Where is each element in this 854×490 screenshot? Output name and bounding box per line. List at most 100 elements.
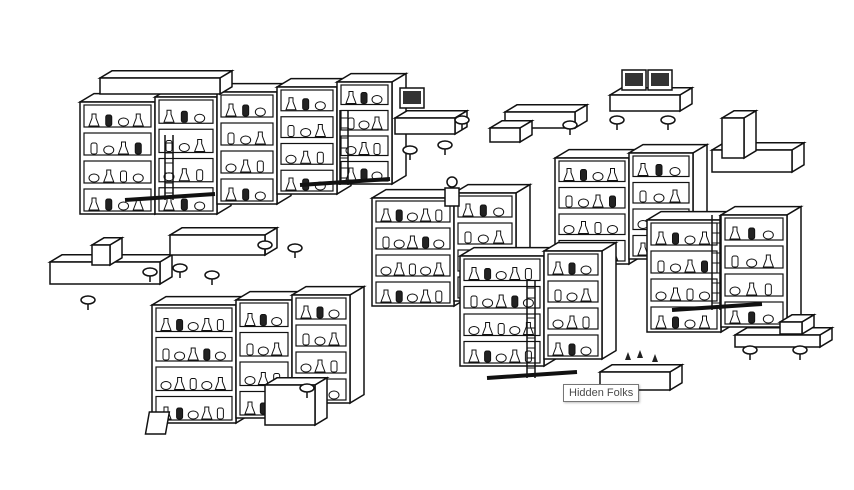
desk-front (169, 234, 266, 256)
flask-icon (254, 131, 267, 145)
beaker-icon (477, 234, 489, 244)
ladder-track (486, 370, 578, 380)
jar-icon (165, 140, 173, 152)
flask-icon (314, 124, 327, 137)
jar-icon (464, 231, 472, 244)
beaker-icon (160, 381, 172, 390)
flask-icon (214, 377, 227, 390)
flask-icon (178, 168, 191, 182)
flask-icon (592, 194, 604, 208)
flask-icon (371, 116, 383, 130)
monitor-screen (651, 73, 669, 86)
tooltip: Hidden Folks (563, 384, 640, 402)
jar-icon (524, 268, 532, 280)
beaker-icon (670, 263, 681, 273)
shelf-compartment (463, 340, 541, 364)
jar-icon (302, 98, 310, 111)
flask-icon (132, 113, 144, 127)
flask-icon (299, 150, 312, 164)
flask-icon (419, 208, 432, 222)
jar-icon (554, 289, 562, 302)
flask-icon (285, 177, 297, 191)
beaker-icon (684, 319, 696, 329)
beaker-icon (406, 212, 418, 222)
desk-front (609, 94, 681, 112)
jar-icon (609, 195, 616, 208)
flask-icon (684, 259, 696, 273)
jar-icon (242, 188, 250, 201)
jar-icon (180, 198, 188, 211)
jar-icon (246, 343, 254, 356)
jar-icon (203, 348, 211, 361)
beaker-icon (194, 201, 206, 211)
beaker-icon (314, 336, 326, 346)
desk-front (394, 117, 456, 135)
jar-icon (189, 378, 197, 390)
flask-icon (552, 261, 564, 275)
stool (402, 145, 418, 155)
flask-icon (193, 139, 206, 152)
jar-icon (176, 319, 184, 331)
flask-icon (509, 349, 521, 363)
shelf-unit-side (786, 205, 802, 329)
shelf-compartment (650, 250, 718, 274)
beaker-icon (225, 163, 237, 173)
jar-icon (105, 114, 113, 127)
flask-icon (201, 406, 213, 420)
beaker-icon (578, 198, 589, 208)
beaker-icon (187, 322, 199, 331)
shelf-compartment (155, 307, 233, 333)
jar-icon (395, 290, 403, 303)
beaker-icon (257, 346, 269, 356)
flask-icon (380, 208, 392, 222)
jar-icon (316, 151, 324, 164)
jar-icon (686, 288, 694, 301)
bottle-icon (637, 350, 643, 358)
beaker-icon (655, 291, 667, 301)
beaker-icon (563, 225, 575, 234)
stool (454, 115, 470, 125)
flask-icon (762, 254, 775, 268)
beaker-icon (380, 266, 392, 276)
flask-icon (300, 305, 312, 319)
beaker-icon (300, 363, 312, 373)
bottle-icon (652, 354, 658, 362)
flask-icon (566, 315, 578, 329)
jar-icon (731, 255, 739, 268)
flask-icon (495, 294, 507, 308)
jar-icon (748, 311, 756, 324)
flask-icon (698, 315, 711, 329)
stool (792, 345, 808, 355)
jar-icon (347, 117, 355, 130)
jar-icon (259, 314, 267, 326)
stool (172, 263, 188, 273)
beaker-icon (300, 128, 312, 137)
paper-stack-front (91, 244, 111, 266)
flask-icon (163, 109, 175, 123)
jar-icon (360, 168, 368, 181)
jar-icon (422, 236, 430, 249)
jar-icon (395, 209, 403, 222)
beaker-icon (254, 107, 266, 117)
jar-icon (568, 343, 576, 356)
flask-icon (380, 289, 392, 303)
beaker-icon (393, 239, 405, 249)
flask-icon (103, 169, 115, 183)
beaker-icon (653, 193, 665, 203)
beaker-icon (174, 351, 186, 361)
table-front (99, 77, 221, 95)
shelf-compartment (375, 200, 451, 223)
beaker-icon (552, 319, 564, 329)
ladder-track (671, 302, 763, 312)
stool (437, 140, 453, 150)
flask-icon (285, 97, 297, 111)
flask-icon (468, 267, 480, 280)
flask-icon (492, 230, 505, 244)
flask-icon (419, 289, 432, 303)
jar-icon (196, 169, 204, 182)
flask-icon (462, 203, 474, 217)
hidden-folk-body (444, 187, 460, 207)
jar-icon (568, 262, 576, 275)
